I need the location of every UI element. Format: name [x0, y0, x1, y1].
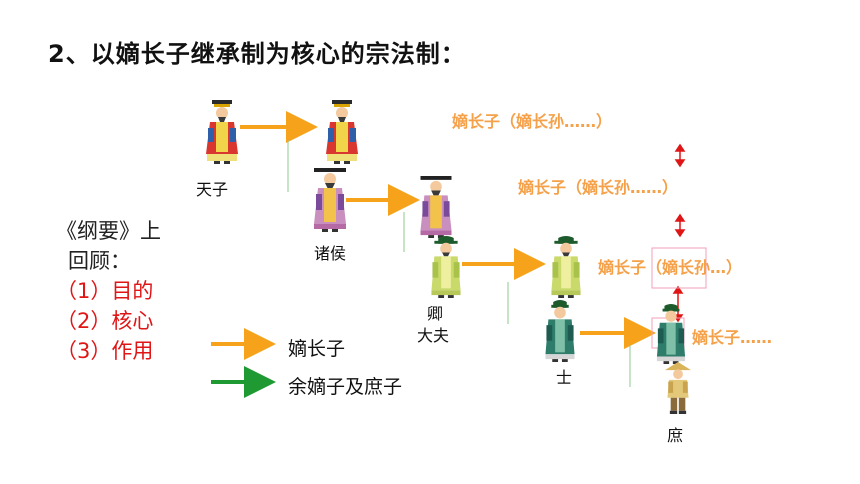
- minister-figure: [426, 236, 466, 298]
- rank-label-shu: 庶: [667, 426, 684, 445]
- successor-label-1: 嫡长子（嫡长孙……）: [452, 112, 613, 131]
- rank-label-shi: 士: [556, 368, 573, 387]
- rank-label-qing: 卿: [427, 304, 444, 323]
- rank-label-tianzi: 天子: [196, 180, 229, 199]
- red-marker-1: [674, 143, 686, 168]
- emperor-figure: [202, 100, 242, 164]
- legend-label-others: 余嫡子及庶子: [288, 376, 403, 398]
- review-heading-1: 《纲要》上: [56, 219, 161, 243]
- successor-label-4: 嫡长子……: [692, 328, 773, 347]
- page-title: 2、以嫡长子继承制为核心的宗法制：: [48, 40, 466, 68]
- scholar-heir-figure: [652, 304, 690, 364]
- review-heading-2: 回顾：: [68, 249, 131, 273]
- lord-figure: [310, 168, 350, 232]
- commoner-figure: [660, 362, 696, 414]
- rank-label-zhuhou: 诸侯: [314, 244, 347, 263]
- highlight-box-1: [651, 247, 707, 289]
- emperor-heir-figure: [322, 100, 362, 164]
- red-marker-2: [674, 213, 686, 238]
- review-item-2: （2）核心: [56, 309, 154, 333]
- minister-heir-figure: [546, 236, 586, 298]
- scholar-figure: [540, 300, 580, 362]
- review-item-1: （1）目的: [56, 279, 154, 303]
- lord-heir-figure: [416, 176, 456, 238]
- rank-label-dafu: 大夫: [417, 326, 450, 345]
- review-panel: 《纲要》上 回顾： （1）目的 （2）核心 （3）作用: [56, 216, 161, 366]
- successor-label-3: 嫡长子（嫡长孙…）: [598, 258, 743, 277]
- legend-label-eldest: 嫡长子: [288, 338, 346, 360]
- successor-label-2: 嫡长子（嫡长孙……）: [518, 178, 679, 197]
- review-item-3: （3）作用: [56, 339, 154, 363]
